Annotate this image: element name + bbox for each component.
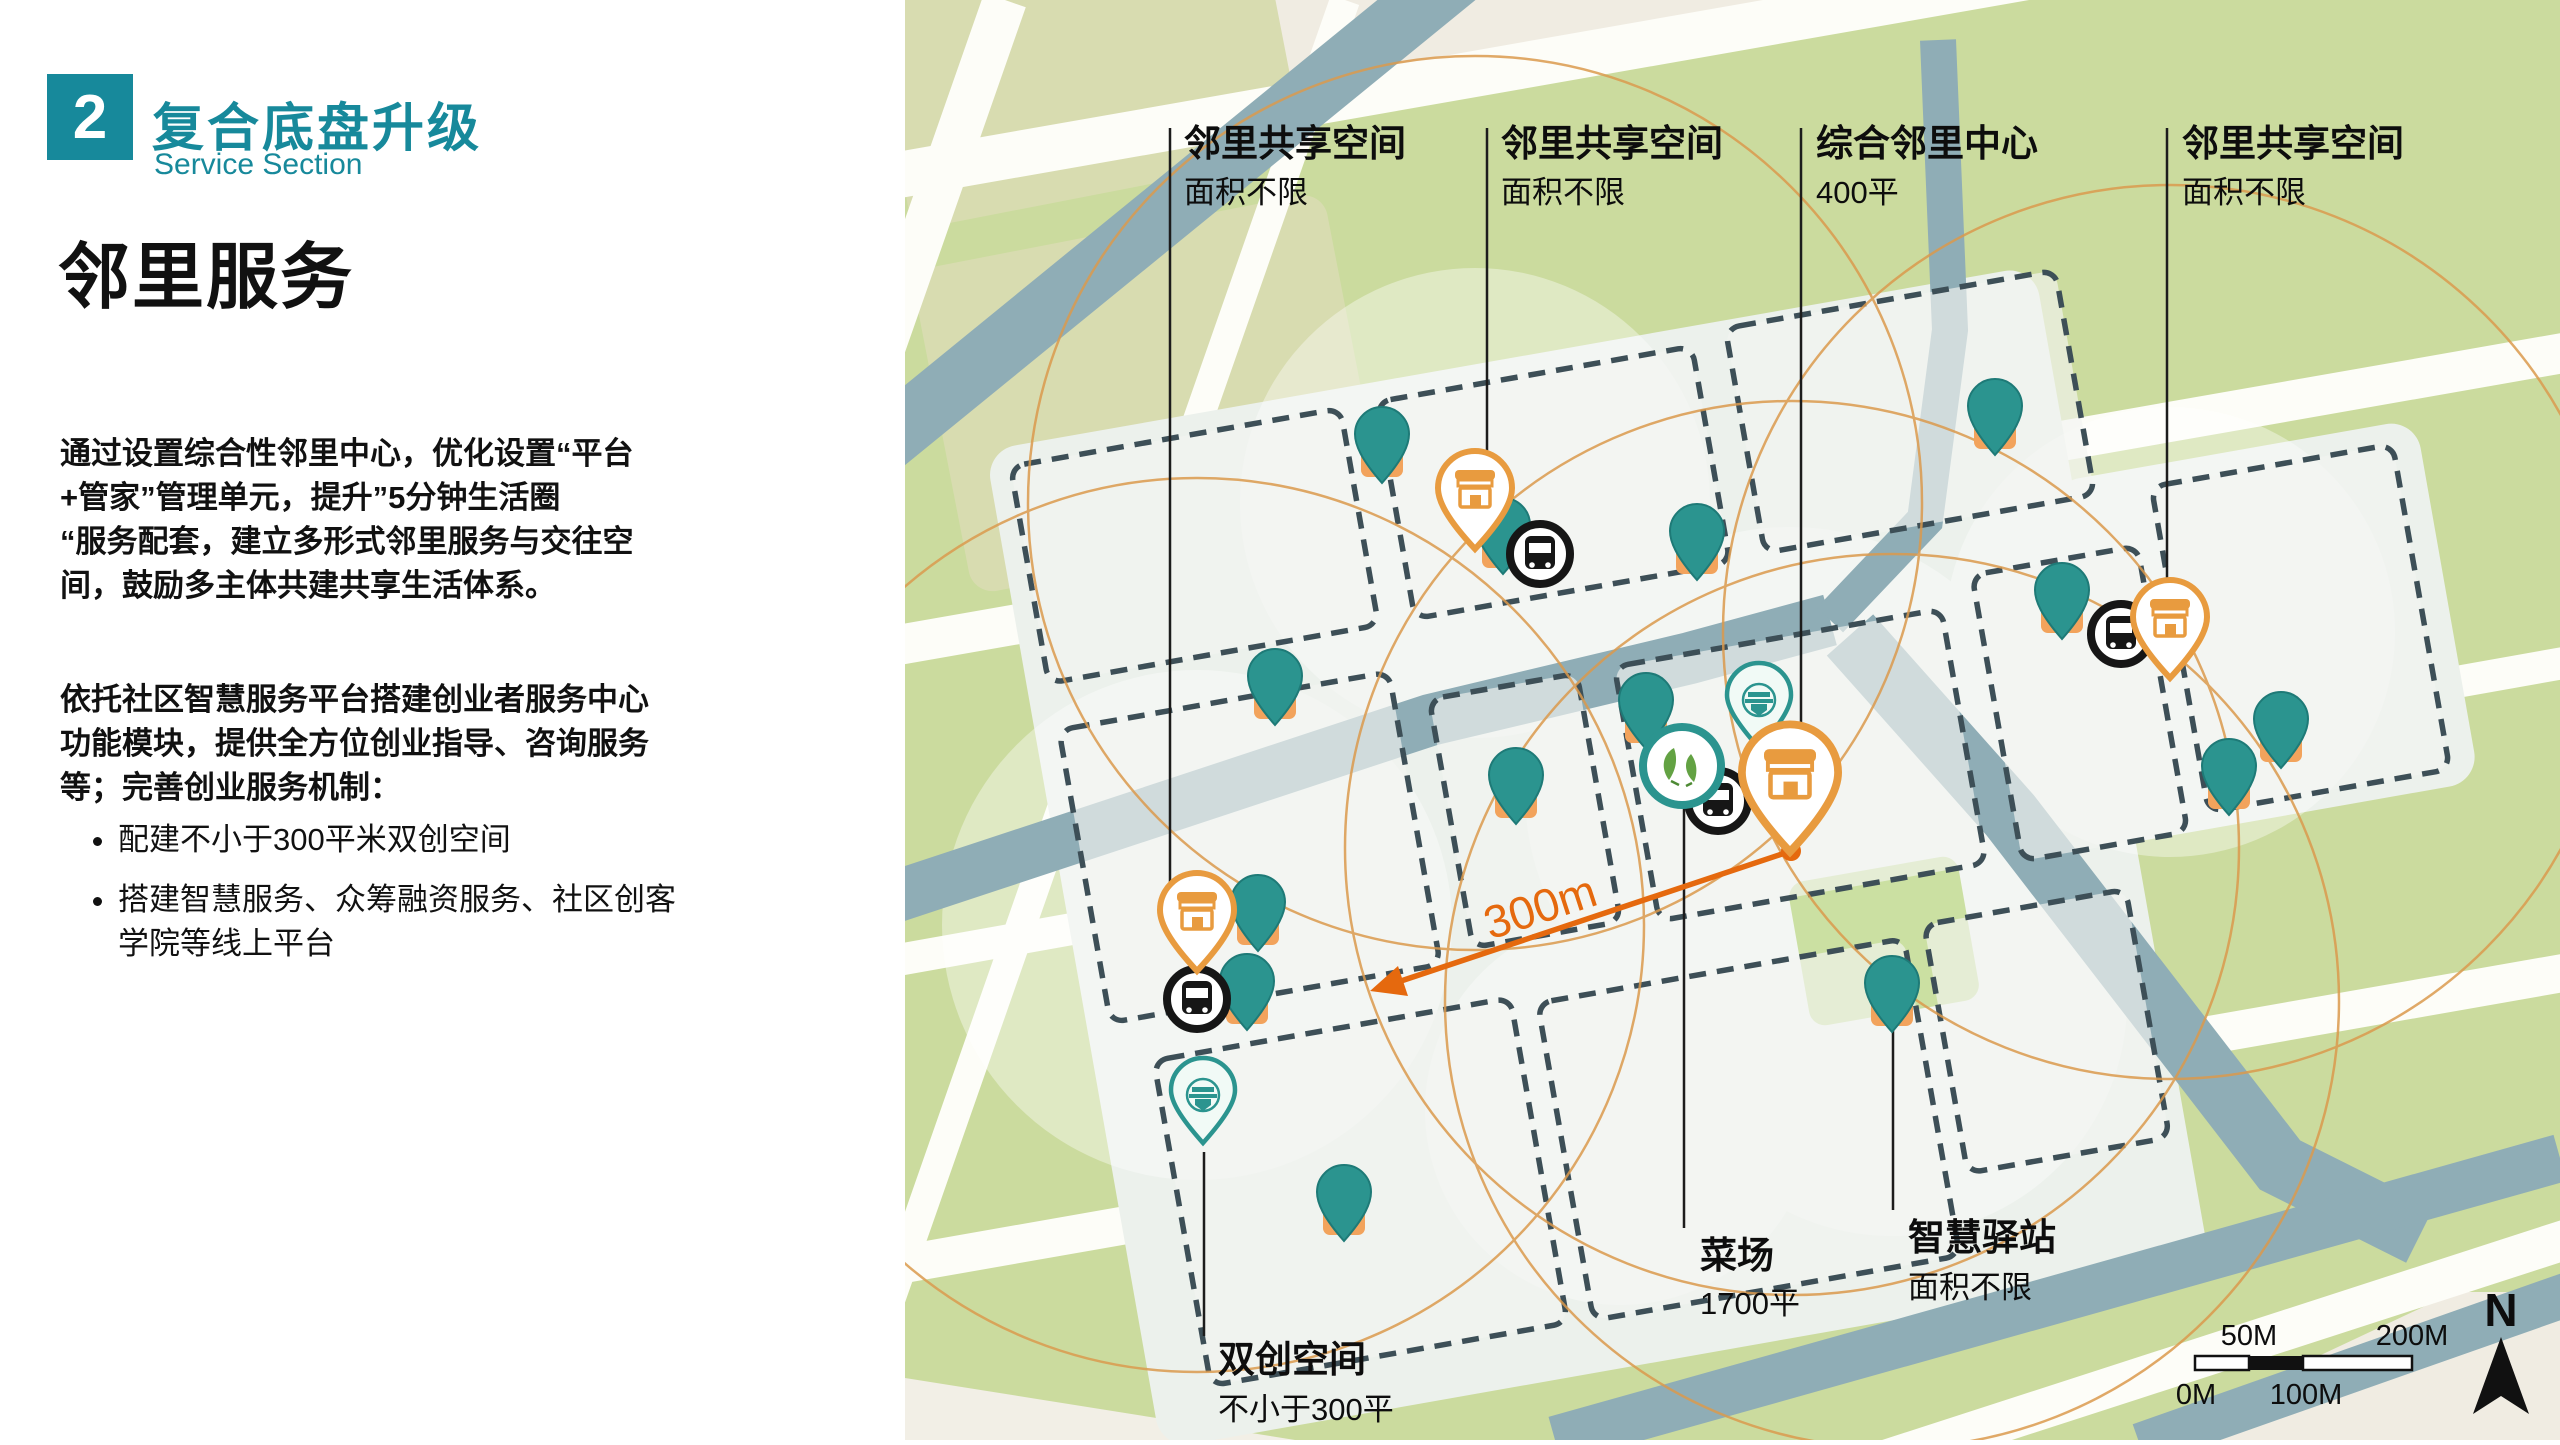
station-pin <box>1967 378 2023 456</box>
callout-title: 菜场 <box>1700 1235 1774 1276</box>
bullet-list: 配建不小于300平米双创空间 搭建智慧服务、众筹融资服务、社区创客学院等线上平台 <box>60 818 678 982</box>
callout-subtitle: 面积不限 <box>1908 1270 2032 1305</box>
scale-50m: 50M <box>2221 1320 2277 1352</box>
callout-subtitle: 面积不限 <box>1184 175 1308 210</box>
callout-subtitle: 面积不限 <box>1501 175 1625 210</box>
callout-title: 双创空间 <box>1218 1339 1366 1380</box>
callout-leaders <box>1168 128 2169 1336</box>
callout-subtitle: 面积不限 <box>2182 175 2306 210</box>
text-panel: 2 复合底盘升级 Service Section 邻里服务 通过设置综合性邻里中… <box>0 0 905 1440</box>
north-indicator: N <box>2473 1284 2529 1414</box>
callout-subtitle: 400平 <box>1816 175 1899 210</box>
station-pin <box>1354 406 1410 484</box>
scale-100m: 100M <box>2270 1379 2343 1411</box>
intro-line: “服务配套，建立多形式邻里服务与交往空 <box>60 524 634 559</box>
callout-subtitle: 1700平 <box>1700 1286 1800 1321</box>
scale-0m: 0M <box>2176 1379 2216 1411</box>
station-pin <box>1230 874 1286 952</box>
bullet-item: 配建不小于300平米双创空间 <box>118 818 678 862</box>
intro-line: +管家”管理单元，提升”5分钟生活圈 <box>60 480 561 515</box>
neighborhood-map-svg: 300m 邻里共享空间 面积不限 邻里共享空间 面积不限 综合邻里中心 400平 <box>480 0 2560 1445</box>
station-pin <box>2034 562 2090 640</box>
platform-line: 依托社区智慧服务平台搭建创业者服务中心 <box>60 682 649 717</box>
north-label: N <box>2484 1284 2517 1336</box>
station-pin <box>2253 691 2309 769</box>
platform-line: 功能模块，提供全方位创业指导、咨询服务 <box>60 726 649 761</box>
section-title: 复合底盘升级 <box>152 100 483 158</box>
section-subtitle: Service Section <box>154 148 363 181</box>
station-pin <box>1669 503 1725 581</box>
site-map: 300m 邻里共享空间 面积不限 邻里共享空间 面积不限 综合邻里中心 400平 <box>480 0 2560 1445</box>
intro-line: 通过设置综合性邻里中心，优化设置“平台 <box>60 436 634 471</box>
bullet-item: 搭建智慧服务、众筹融资服务、社区创客学院等线上平台 <box>118 878 678 966</box>
station-pin <box>1247 648 1303 726</box>
section-number-badge: 2 <box>47 74 133 160</box>
callout-labels: 邻里共享空间 面积不限 邻里共享空间 面积不限 综合邻里中心 400平 邻里共享… <box>1184 123 2404 1427</box>
platform-paragraph: 依托社区智慧服务平台搭建创业者服务中心 功能模块，提供全方位创业指导、咨询服务 … <box>60 678 860 810</box>
station-pin <box>1488 747 1544 825</box>
callout-title: 邻里共享空间 <box>1184 123 1406 164</box>
platform-line: 等；完善创业服务机制： <box>60 770 401 805</box>
callout-subtitle: 不小于300平 <box>1218 1392 1394 1427</box>
station-pin <box>1864 955 1920 1033</box>
callout-title: 邻里共享空间 <box>2182 123 2404 164</box>
callout-title: 智慧驿站 <box>1908 1217 2056 1258</box>
north-arrow-icon <box>2473 1337 2529 1414</box>
intro-paragraph: 通过设置综合性邻里中心，优化设置“平台 +管家”管理单元，提升”5分钟生活圈 “… <box>60 432 860 608</box>
bus-stop-icon <box>1167 969 1227 1029</box>
station-pin <box>1316 1164 1372 1242</box>
scale-200m: 200M <box>2376 1320 2449 1352</box>
page-title: 邻里服务 <box>58 238 355 318</box>
callout-title: 邻里共享空间 <box>1501 123 1723 164</box>
station-pin <box>2201 738 2257 816</box>
bus-stop-icon <box>1510 524 1570 584</box>
callout-title: 综合邻里中心 <box>1816 123 2038 164</box>
market-icon <box>1643 727 1721 805</box>
scale-bar: 50M 200M 0M 100M <box>2176 1320 2448 1411</box>
intro-line: 间，鼓励多主体共建共享生活体系。 <box>60 568 556 603</box>
